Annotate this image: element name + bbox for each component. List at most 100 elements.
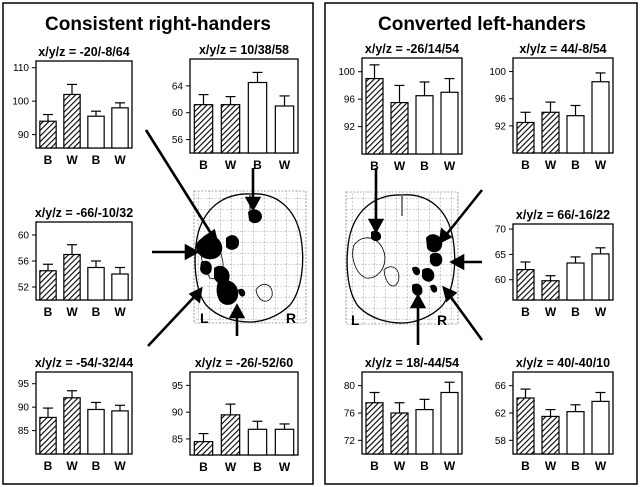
category-label: W [279,158,291,172]
category-label: B [92,305,101,319]
bar [193,104,214,154]
category-label: B [44,305,53,319]
bar [415,408,434,455]
category-label: B [420,159,429,173]
category-label: W [545,158,557,172]
bar [39,270,57,301]
category-label: W [225,460,237,474]
y-tick-label: 100 [338,67,355,78]
category-label: B [571,305,580,319]
y-tick-label: 80 [344,381,356,392]
y-tick-label: 72 [344,436,356,447]
bar [390,412,409,455]
category-label: W [394,459,406,473]
bar [63,397,81,455]
y-tick-label: 85 [172,434,184,445]
category-label: W [279,460,291,474]
bar [39,416,57,455]
bar [111,410,129,455]
bar [516,121,535,154]
bar [566,262,585,301]
chart-title: x/y/z = -26/14/54 [365,42,459,56]
y-tick-label: 66 [495,381,507,392]
bar [63,253,81,301]
activation-blob [248,209,262,224]
y-tick-label: 58 [495,436,507,447]
activation-blob [214,265,230,285]
bar [87,408,105,455]
bar [541,111,560,154]
y-tick-label: 56 [172,135,184,146]
activation-blob [430,252,443,267]
y-tick-label: 85 [18,426,30,437]
bar [220,104,241,154]
category-label: W [66,305,78,319]
y-tick-label: 92 [495,121,507,132]
activation-blob [216,279,239,305]
category-label: W [545,305,557,319]
bar [516,397,535,455]
brain-right-label: R [286,310,296,326]
bar [247,81,268,154]
activation-blob [426,234,443,253]
brain-slice-right-handers: L R [193,190,307,326]
bar [516,269,535,301]
chart-title: x/y/z = -54/-32/44 [35,356,133,370]
y-tick-label: 95 [172,381,184,392]
y-tick-label: 52 [18,283,30,294]
activation-blob [430,284,438,293]
y-tick-label: 70 [495,225,507,236]
y-tick-label: 60 [495,275,507,286]
bar [415,95,434,155]
panel-frame-right-handers [2,2,314,485]
chart-title: x/y/z = -20/-8/64 [38,45,129,59]
category-label: W [595,305,607,319]
brain-outline [194,193,304,323]
category-label: W [66,153,78,167]
pointer-arrows-converted-left-handers [367,168,484,345]
pointer-arrows-right-handers [144,129,262,347]
bar [274,105,295,154]
category-label: W [66,459,78,473]
activation-blob [412,266,421,276]
bar [39,120,57,149]
y-tick-label: 110 [13,63,29,74]
activation-blob [371,230,382,241]
activation-blob [238,288,246,297]
category-label: W [114,153,126,167]
bar [390,101,409,155]
bar [87,266,105,301]
category-label: W [444,459,456,473]
panel-title-right-handers: Consistent right-handers [45,14,271,35]
y-tick-label: 64 [172,81,184,92]
chart-title: x/y/z = 66/-16/22 [516,208,610,222]
brain-outline [346,194,456,324]
category-label: B [199,460,208,474]
category-label: B [521,459,530,473]
chart-title: x/y/z = 18/-44/54 [365,356,459,370]
chart-title: x/y/z = 40/-40/10 [516,356,610,370]
chart-title: x/y/z = -26/-52/60 [195,356,293,370]
bar [193,441,214,456]
bar [365,402,384,455]
category-label: B [370,459,379,473]
brain-left-label: L [200,310,209,326]
y-tick-label: 90 [18,403,30,414]
category-label: B [571,459,580,473]
category-label: B [521,158,530,172]
category-label: B [92,459,101,473]
y-tick-label: 100 [12,97,29,108]
category-label: B [253,158,262,172]
y-tick-label: 96 [344,95,356,106]
brain-left-label: L [351,312,360,328]
bar [274,428,295,456]
bar [440,91,459,155]
y-tick-label: 90 [18,130,30,141]
bar [87,115,105,149]
